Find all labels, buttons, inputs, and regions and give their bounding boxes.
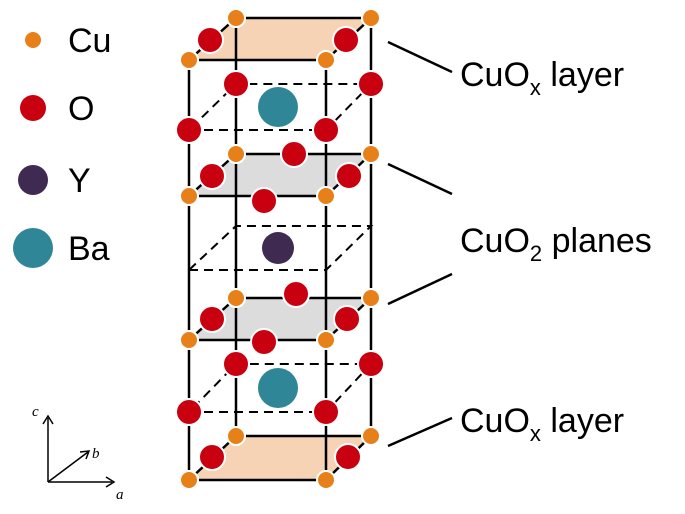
leader-lines (387, 40, 453, 448)
o-atom (198, 443, 226, 471)
legend-y-marker (18, 165, 48, 195)
o-atom (175, 116, 203, 144)
o-atom (332, 26, 360, 54)
cu-atom (316, 50, 336, 70)
legend-o-label: O (68, 90, 94, 128)
axis-b-arrow (47, 451, 89, 483)
cu-atom (179, 470, 199, 490)
legend-o-marker (20, 95, 46, 121)
cu-atom (179, 186, 199, 206)
leader-line-plane-lower (387, 272, 453, 306)
o-atom (280, 140, 308, 168)
cu-atom (226, 288, 246, 308)
legend: Cu O Y Ba (13, 22, 111, 268)
cu-atom (361, 426, 381, 446)
cu-atom (361, 144, 381, 164)
o-atom (333, 305, 361, 333)
legend-ba-label: Ba (68, 230, 110, 268)
axis-triad (42, 414, 116, 488)
axis-c-label: c (32, 404, 39, 420)
o-atom (196, 26, 224, 54)
cu-atom (316, 330, 336, 350)
label-cuo2-planes: CuO2 planes (460, 222, 652, 266)
cu-atom (361, 8, 381, 28)
o-atom (357, 350, 385, 378)
o-atom (335, 162, 363, 190)
o-atom (357, 70, 385, 98)
axis-b-label: b (92, 446, 100, 462)
cu-atom (226, 8, 246, 28)
o-atom (250, 187, 278, 215)
o-atom (334, 443, 362, 471)
cu-atom (226, 144, 246, 164)
cu-atom (179, 330, 199, 350)
legend-cu-label: Cu (68, 22, 111, 60)
leader-line-bottom (387, 416, 453, 448)
axis-a-label: a (116, 487, 124, 503)
leader-line-plane-upper (387, 162, 453, 196)
legend-ba-marker (13, 228, 53, 268)
o-atom (250, 328, 278, 356)
label-cuox-layer-top: CuOx layer (460, 56, 624, 100)
o-atom (198, 305, 226, 333)
cu-atom (316, 186, 336, 206)
ba-atom-upper (258, 87, 298, 127)
o-atom (282, 280, 310, 308)
legend-cu-marker (25, 32, 41, 48)
ba-atom-lower (258, 368, 298, 408)
leader-line-top (387, 40, 453, 74)
cu-atom (316, 470, 336, 490)
y-atom (262, 232, 294, 264)
oxygen-atoms (175, 26, 385, 471)
o-atom (175, 398, 203, 426)
o-atom (198, 162, 226, 190)
cu-atom (179, 50, 199, 70)
o-atom (222, 350, 250, 378)
o-atom (222, 70, 250, 98)
copper-atoms (179, 8, 381, 490)
cu-atom (226, 426, 246, 446)
cuox-layer-top-fill (189, 18, 371, 60)
cu-atom (361, 288, 381, 308)
o-atom (312, 398, 340, 426)
legend-y-label: Y (68, 162, 91, 200)
label-cuox-layer-bottom: CuOx layer (460, 402, 624, 446)
o-atom (312, 116, 340, 144)
